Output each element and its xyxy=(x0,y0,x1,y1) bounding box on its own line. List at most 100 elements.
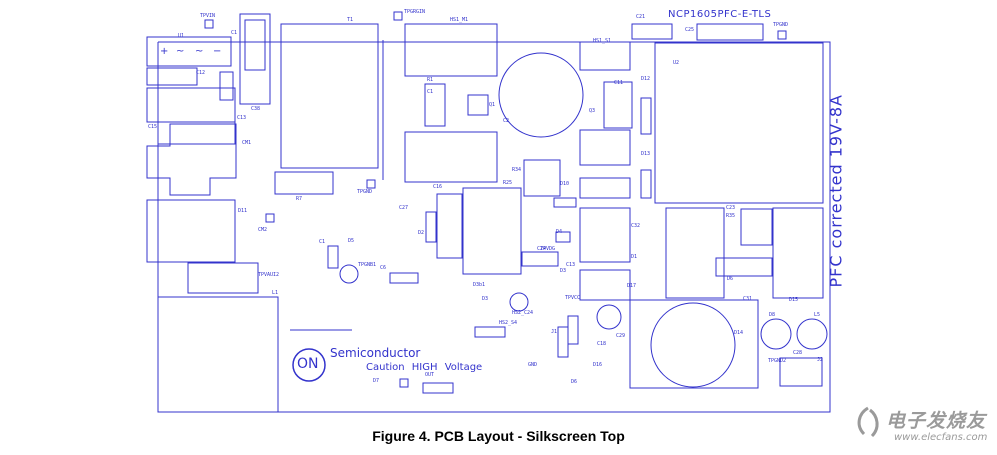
refdes-label: C24 xyxy=(537,246,547,252)
r7-resistor xyxy=(274,171,334,195)
refdes-label: C31 xyxy=(743,296,753,302)
c1-cap xyxy=(219,71,234,101)
refdes-label: R35 xyxy=(726,213,736,219)
c13-cap xyxy=(146,87,236,123)
refdes-label: CM1 xyxy=(242,140,252,146)
l1-inductor xyxy=(650,302,736,388)
q1-transistor xyxy=(467,94,489,116)
refdes-label: D17 xyxy=(627,283,637,289)
figure-caption: Figure 4. PCB Layout - Silkscreen Top xyxy=(372,428,625,444)
refdes-label: C1 xyxy=(319,239,326,245)
d13-diode xyxy=(640,169,652,199)
brand-text: Semiconductor xyxy=(330,346,421,360)
refdes-label: C21 xyxy=(636,14,646,20)
refdes-label: HS1_S1 xyxy=(593,38,612,44)
refdes-label: C16 xyxy=(433,184,443,190)
refdes-label: R34 xyxy=(512,167,522,173)
c6-cap xyxy=(339,264,359,284)
refdes-label: D4 xyxy=(556,229,563,235)
d10-block xyxy=(579,177,631,199)
refdes-label: TPGRGIN xyxy=(404,9,426,15)
r34-resistor xyxy=(523,159,561,197)
refdes-label: C1 xyxy=(427,89,434,95)
ac-symbol: ~ xyxy=(195,46,204,57)
refdes-label: D14 xyxy=(734,330,744,336)
c38-inner xyxy=(244,19,266,71)
ac-symbol: + xyxy=(160,46,169,57)
refdes-label: TPGNB1 xyxy=(358,262,377,268)
refdes-label: U1 xyxy=(178,33,185,39)
caution-text: Caution HIGH Voltage xyxy=(366,362,483,373)
refdes-label: C25 xyxy=(685,27,695,33)
refdes-label: D5 xyxy=(348,238,355,244)
c24-cap xyxy=(579,207,631,263)
hs1-s1-heatsink xyxy=(579,41,631,71)
refdes-label: D12 xyxy=(641,76,651,82)
refdes-label: C18 xyxy=(597,341,607,347)
refdes-label: C6 xyxy=(380,265,387,271)
refdes-label: HS1_M1 xyxy=(450,17,469,23)
refdes-label: C13 xyxy=(566,262,576,268)
cm2-choke xyxy=(146,199,236,263)
c31-cap xyxy=(509,292,529,312)
tpvbulk xyxy=(399,378,409,388)
refdes-label: C27 xyxy=(399,205,409,211)
c13b-cap xyxy=(187,262,259,294)
refdes-label: C11 xyxy=(614,80,624,86)
refdes-label: D1 xyxy=(631,254,638,260)
refdes-label: D16 xyxy=(593,362,603,368)
refdes-label: D3b1 xyxy=(473,282,486,288)
board-title-label: NCP1605PFC-E-TLS xyxy=(668,9,772,20)
board-vertical-label: PFC corrected 19V-8A xyxy=(826,94,846,288)
refdes-label: GND xyxy=(528,362,538,368)
refdes-label: HS2_S4 xyxy=(499,320,518,326)
d3b1-diode xyxy=(715,257,773,277)
c12-cap xyxy=(146,67,198,86)
cm1-choke xyxy=(146,123,237,196)
refdes-label: D7 xyxy=(373,378,380,384)
tpgrgin xyxy=(393,11,403,21)
c27-cap xyxy=(740,208,773,246)
refdes-label: D15 xyxy=(789,297,799,303)
refdes-label: TPVIN xyxy=(200,13,216,19)
refdes-label: D3 xyxy=(482,296,489,302)
hs2-c24 xyxy=(579,269,631,301)
r25-resistor xyxy=(436,193,463,259)
refdes-label: CM2 xyxy=(258,227,268,233)
refdes-label: J1 xyxy=(551,329,558,335)
d5-diode xyxy=(327,245,339,269)
d8-diode xyxy=(557,326,569,358)
c21-cap xyxy=(631,23,673,40)
refdes-label: TPGND xyxy=(357,189,373,195)
c29-cap xyxy=(760,318,792,350)
hs1-m1-heatsink xyxy=(404,23,498,77)
refdes-label: TPGND xyxy=(773,22,789,28)
d4-diode xyxy=(425,211,437,243)
watermark-url: www.elecfans.com xyxy=(894,432,988,443)
refdes-label: HS2_C24 xyxy=(512,310,534,316)
d15-diode xyxy=(567,315,579,345)
refdes-label: J2 xyxy=(817,357,824,363)
refdes-label: C29 xyxy=(616,333,626,339)
refdes-label: C15 xyxy=(148,124,158,130)
refdes-label: C23 xyxy=(726,205,736,211)
hs1-s1-lower xyxy=(579,129,631,166)
refdes-label: Q3 xyxy=(589,108,596,114)
c15-cap xyxy=(157,121,236,145)
tpgnd xyxy=(366,179,376,189)
refdes-label: D11 xyxy=(238,208,248,214)
refdes-label: U2 xyxy=(673,60,680,66)
refdes-label: C28 xyxy=(793,350,803,356)
c38-cap xyxy=(239,13,271,105)
elecfans-watermark-icon: 电子发烧友 www.elecfans.com xyxy=(850,404,990,452)
refdes-label: C1 xyxy=(231,30,238,36)
j1-connector xyxy=(157,296,279,413)
refdes-label: L5 xyxy=(814,312,821,318)
refdes-label: OUT xyxy=(425,372,435,378)
hs1-m1-lower xyxy=(404,131,498,183)
c23-cap xyxy=(462,187,522,275)
refdes-label: D10 xyxy=(560,181,570,187)
logo-text: ON xyxy=(297,356,319,372)
refdes-label: L1 xyxy=(272,290,279,296)
refdes-label: D3 xyxy=(560,268,567,274)
